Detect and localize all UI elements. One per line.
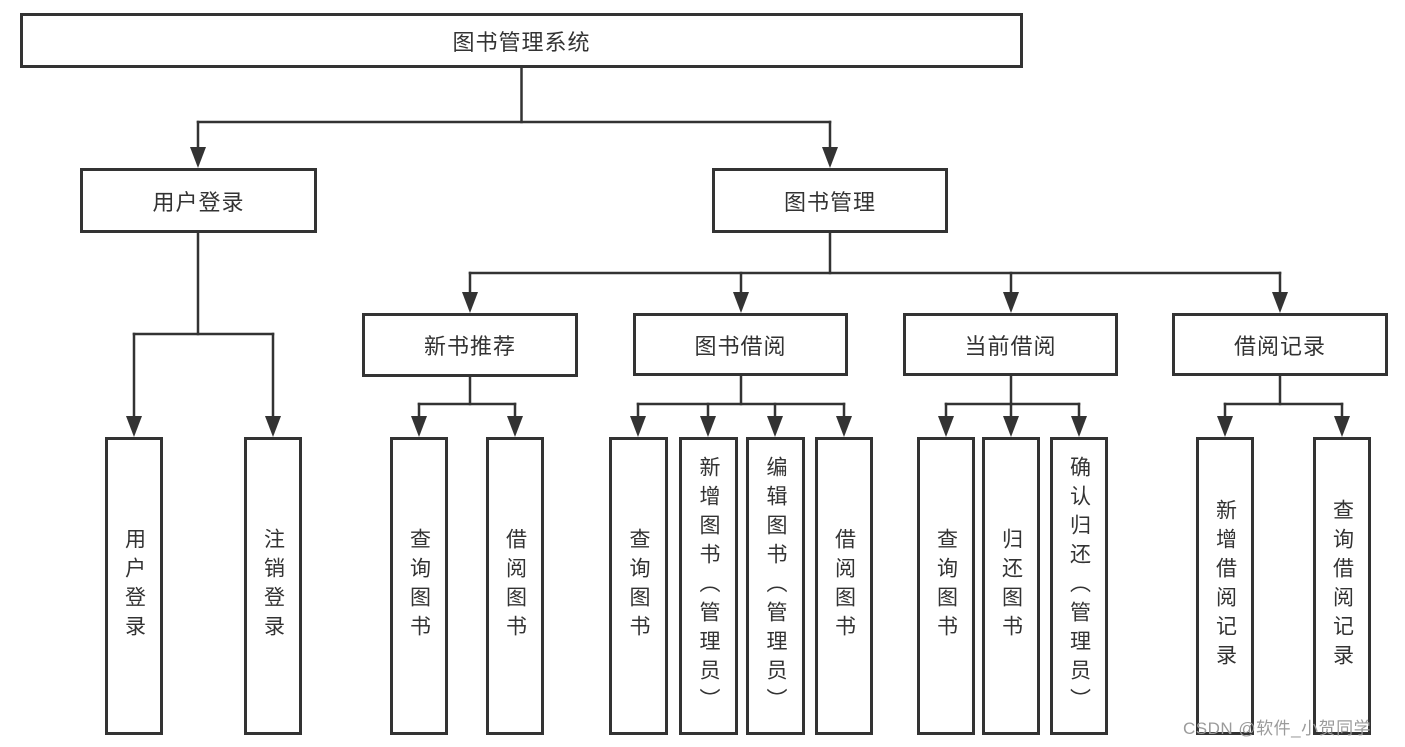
leaf-borrow-books-recommend: 借阅图书 <box>486 437 544 735</box>
arrowhead <box>411 416 427 437</box>
edges-new-book-recommend <box>411 375 523 437</box>
leaf-query-books-recommend: 查询图书 <box>390 437 448 735</box>
arrowhead <box>462 292 478 313</box>
leaf-edit-book-admin: 编辑图书（管理员） <box>746 437 805 735</box>
arrowhead <box>630 416 646 437</box>
edges-borrow-records <box>1217 373 1350 437</box>
leaf-confirm-return-admin: 确认归还（管理员） <box>1050 437 1108 735</box>
node-book-management: 图书管理 <box>712 168 948 233</box>
arrowhead <box>836 416 852 437</box>
edges-book-management <box>462 231 1288 313</box>
leaf-user-login: 用户登录 <box>105 437 163 735</box>
arrowhead <box>1272 292 1288 313</box>
arrowhead <box>1071 416 1087 437</box>
arrowhead <box>1003 416 1019 437</box>
leaf-query-books-current: 查询图书 <box>917 437 975 735</box>
arrowhead <box>733 292 749 313</box>
arrowhead <box>265 416 281 437</box>
leaf-query-borrow-record: 查询借阅记录 <box>1313 437 1371 735</box>
csdn-watermark: CSDN @软件_小贺同学 <box>1183 719 1372 738</box>
leaf-return-book: 归还图书 <box>982 437 1040 735</box>
arrowhead <box>822 147 838 168</box>
arrowhead <box>767 416 783 437</box>
leaf-add-borrow-record: 新增借阅记录 <box>1196 437 1254 735</box>
leaf-borrow-books: 借阅图书 <box>815 437 873 735</box>
arrowhead <box>1217 416 1233 437</box>
edges-book-borrow <box>630 375 852 437</box>
node-borrow-records: 借阅记录 <box>1172 313 1388 376</box>
arrowhead <box>190 147 206 168</box>
node-new-book-recommend: 新书推荐 <box>362 313 578 377</box>
edges-current-borrow <box>938 375 1087 437</box>
arrowhead <box>1334 416 1350 437</box>
arrowhead <box>700 416 716 437</box>
arrowhead <box>1003 292 1019 313</box>
arrowhead <box>126 416 142 437</box>
node-book-borrow: 图书借阅 <box>633 313 848 376</box>
node-root: 图书管理系统 <box>20 13 1023 68</box>
leaf-logout: 注销登录 <box>244 437 302 735</box>
node-user-login: 用户登录 <box>80 168 317 233</box>
arrowhead <box>938 416 954 437</box>
arrowhead <box>507 416 523 437</box>
leaf-query-books-borrow: 查询图书 <box>609 437 668 735</box>
node-current-borrow: 当前借阅 <box>903 313 1118 376</box>
edges-root <box>190 65 838 168</box>
edges-user-login <box>126 231 281 437</box>
leaf-add-book-admin: 新增图书（管理员） <box>679 437 738 735</box>
